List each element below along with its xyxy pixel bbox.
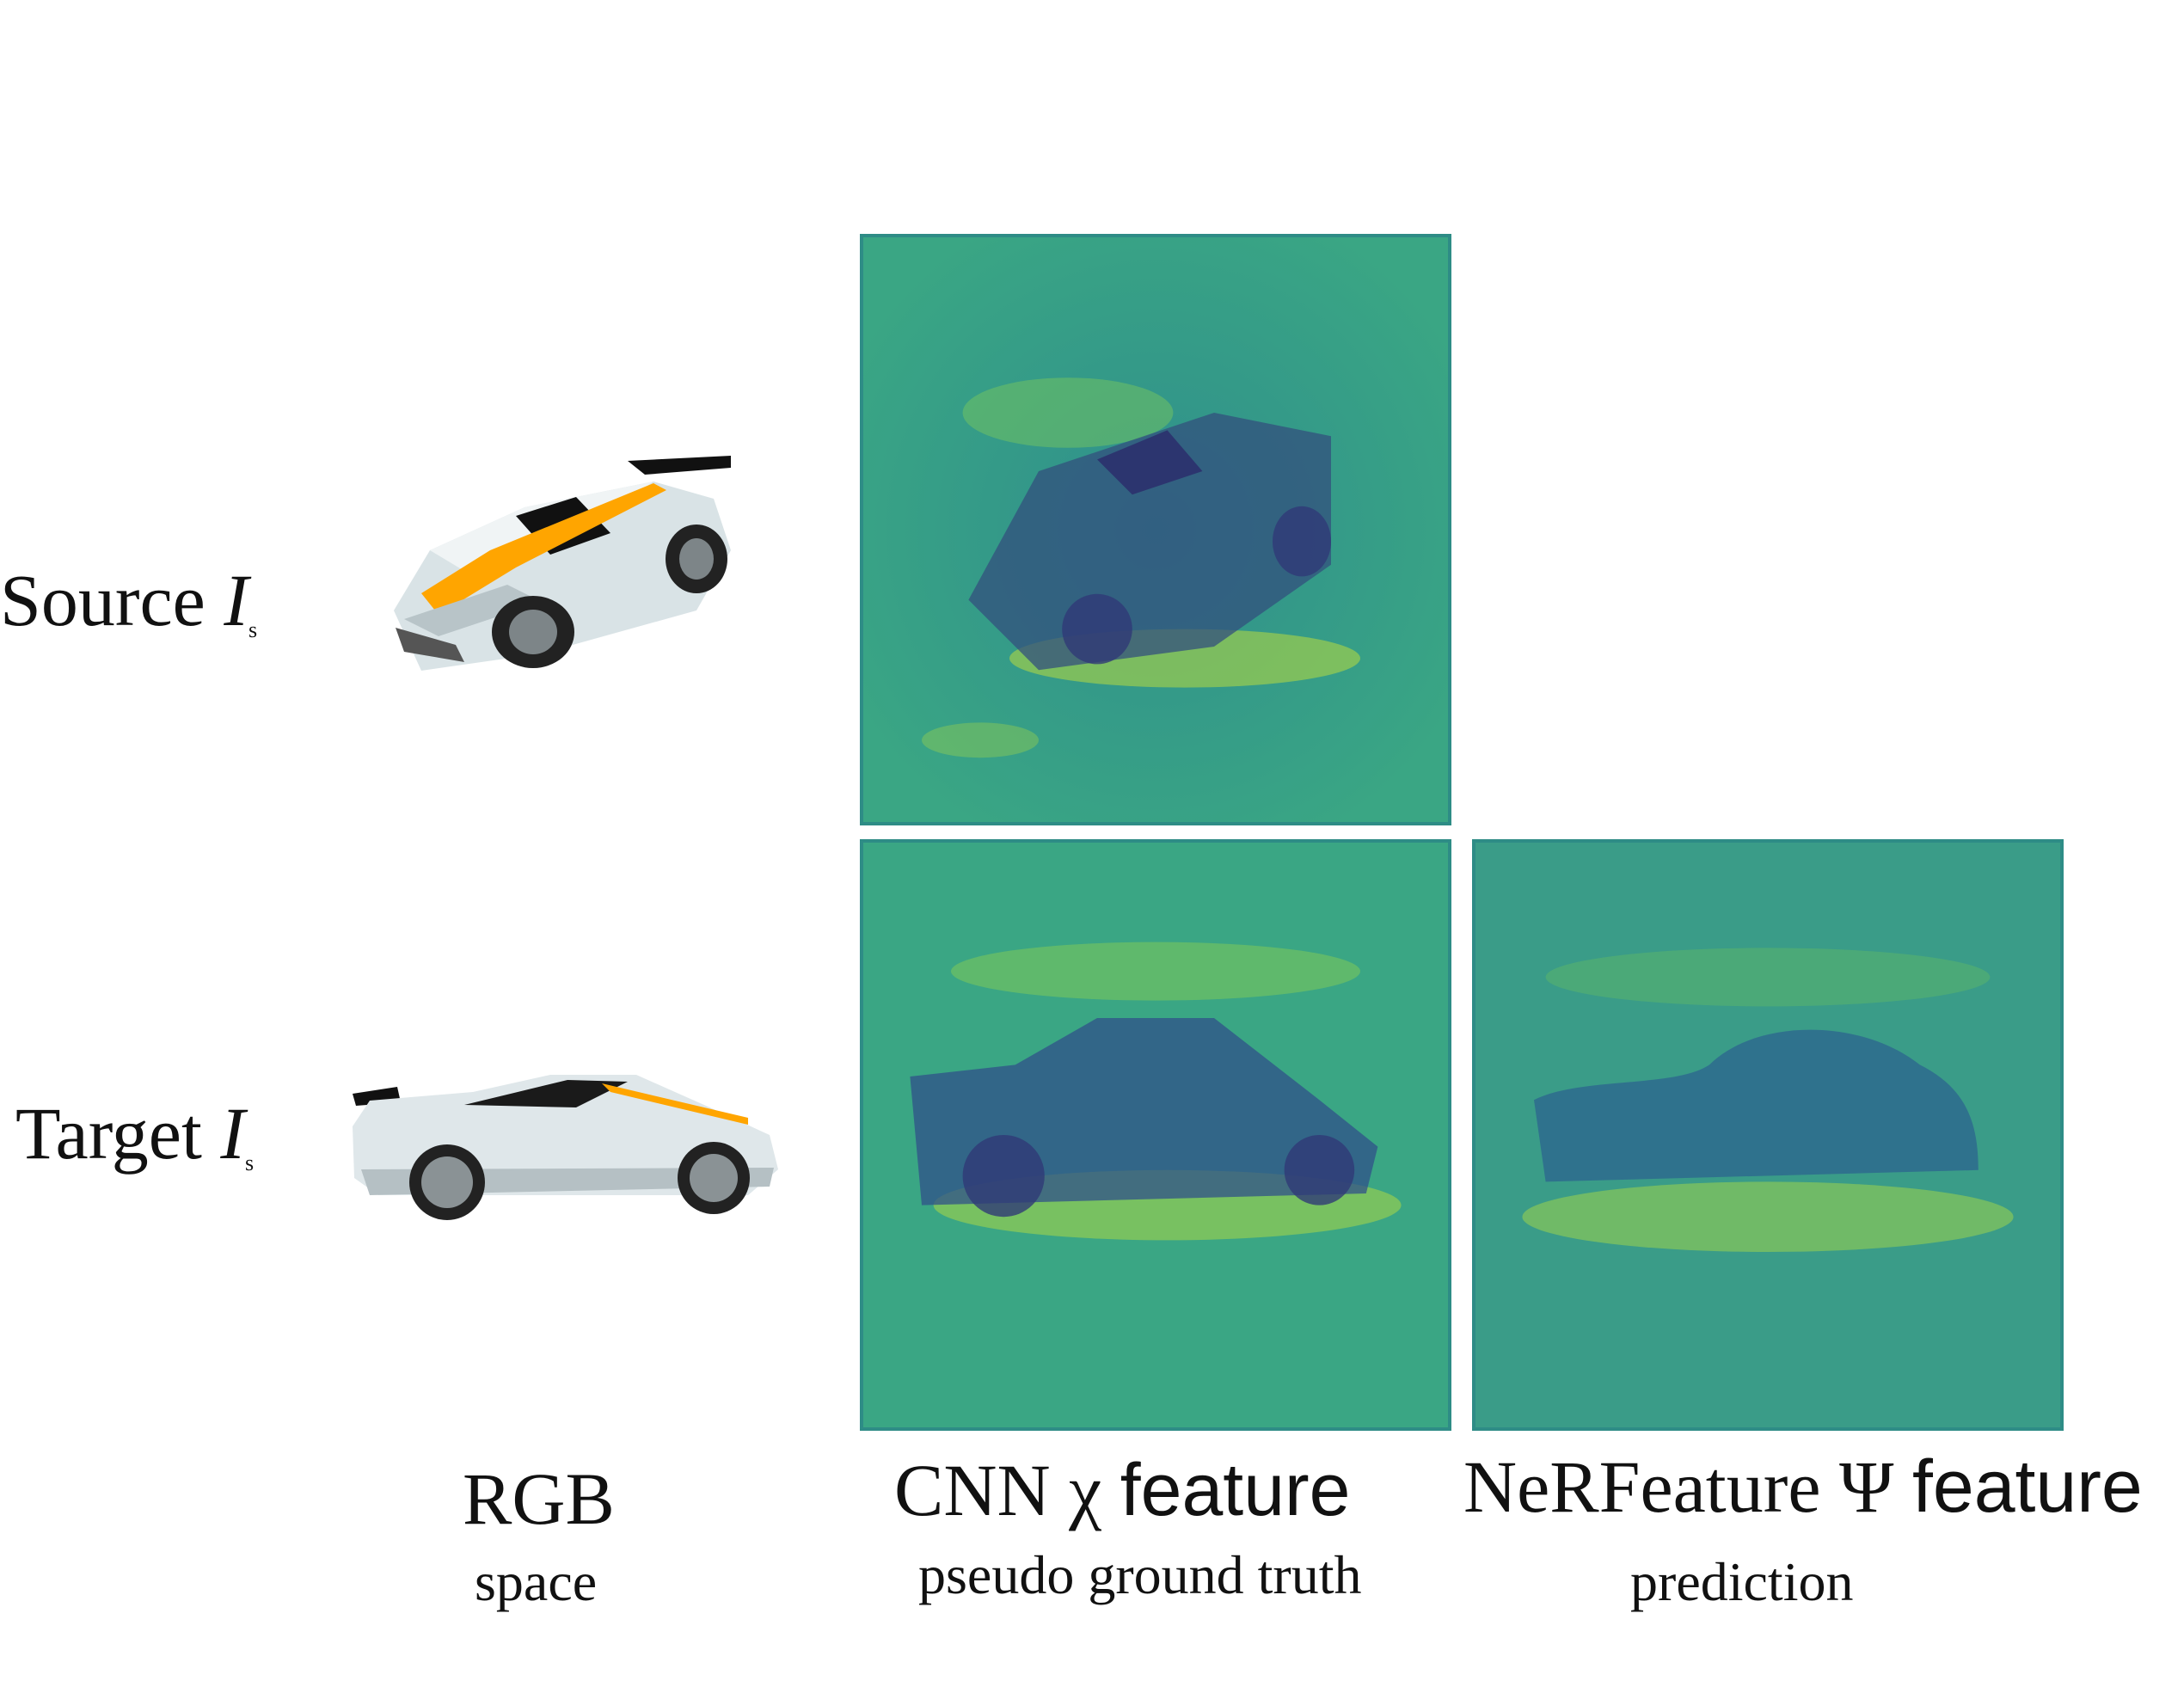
cnn-feature-map-source (860, 234, 1451, 825)
row-label-source-sub: s (248, 617, 258, 642)
column-title-nerfeature: NeRFeature Ψ feature (1463, 1450, 2143, 1524)
column-title-cnn-feature: feature (1120, 1449, 1351, 1531)
car-side-icon (344, 1066, 782, 1221)
nerfeature-feature-map-target (1472, 839, 2064, 1431)
cnn-feature-map-target (860, 839, 1451, 1431)
row-label-source-var: I (224, 559, 248, 641)
column-subtitle-nerfeature: prediction (1630, 1551, 1854, 1612)
column-title-rgb: RGB (463, 1457, 615, 1540)
row-label-source-text: Source (0, 559, 206, 641)
row-label-target-var: I (220, 1092, 245, 1175)
column-title-nerfeature-feature: feature (1911, 1445, 2143, 1528)
column-subtitle-cnn: pseudo ground truth (918, 1544, 1362, 1605)
row-label-target: Target Is (15, 1096, 254, 1175)
row-label-source: Source Is (0, 563, 257, 641)
column-title-cnn-name: CNN χ (894, 1449, 1102, 1531)
column-subtitle-rgb: space (475, 1551, 598, 1612)
row-label-target-sub: s (245, 1150, 255, 1175)
car-three-quarter-icon (370, 430, 748, 696)
column-title-nerfeature-name: NeRFeature Ψ (1463, 1445, 1894, 1528)
column-title-cnn: CNN χ feature (894, 1453, 1351, 1527)
row-label-target-text: Target (15, 1092, 202, 1175)
